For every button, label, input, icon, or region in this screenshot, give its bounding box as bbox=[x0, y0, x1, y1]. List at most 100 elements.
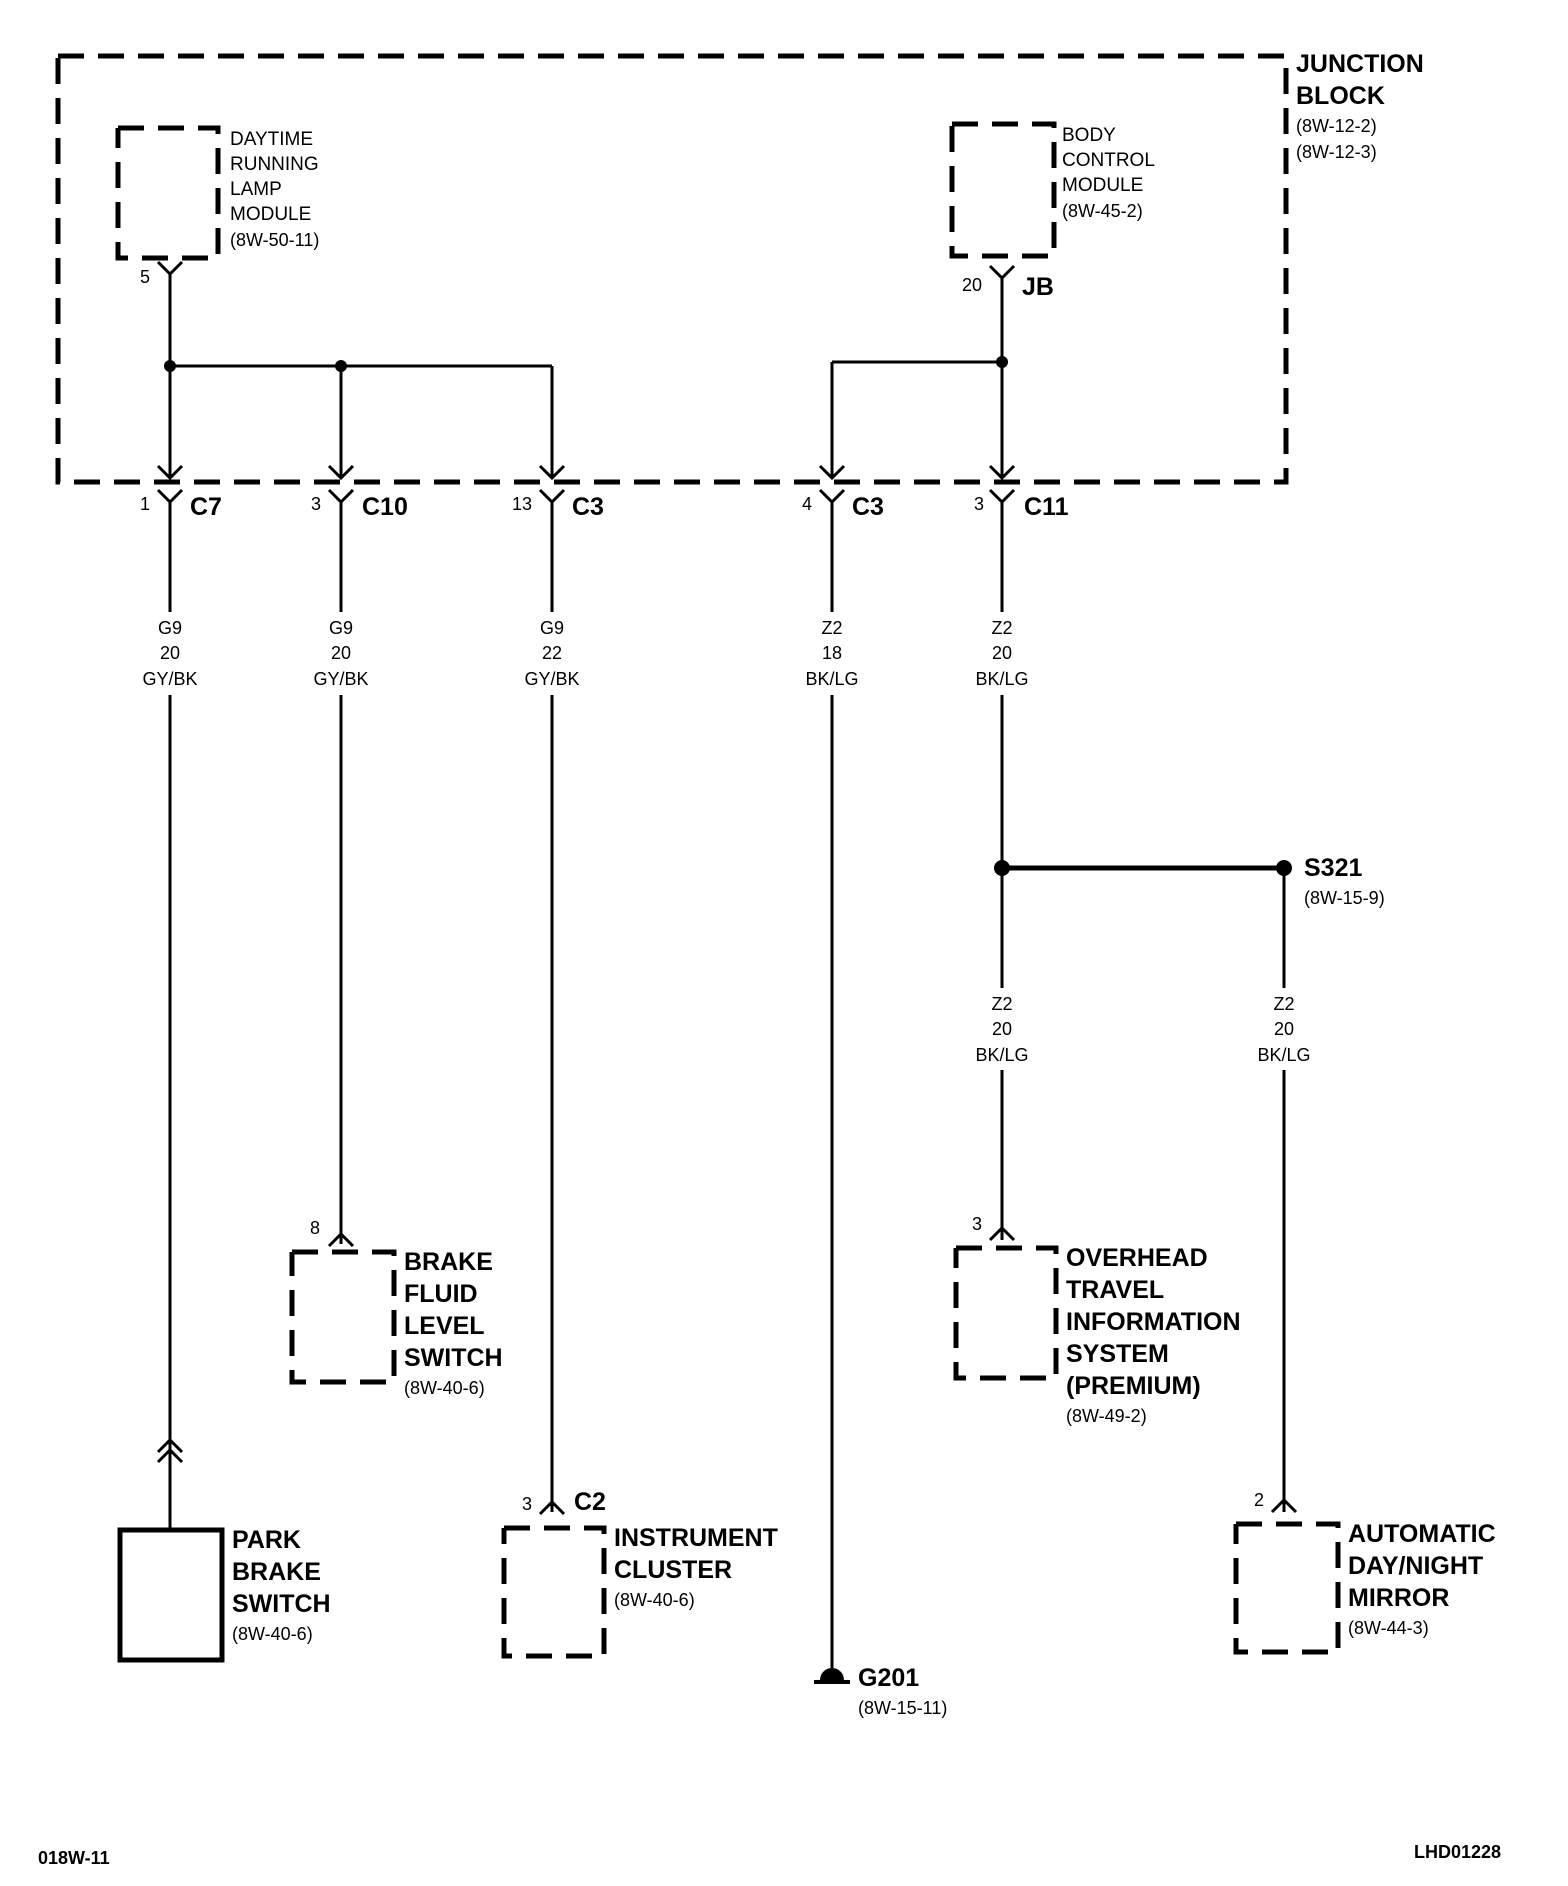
connector-c10-pin: 3 bbox=[311, 494, 321, 514]
bcm-connector-icon bbox=[988, 264, 1016, 292]
junction-block-ref-1: (8W-12-2) bbox=[1296, 116, 1377, 136]
wire-1-gauge: 20 bbox=[160, 643, 180, 663]
ground-ref: (8W-15-11) bbox=[858, 1698, 947, 1718]
mirror-label-1: AUTOMATIC bbox=[1348, 1520, 1496, 1548]
wire-4-circuit: Z2 bbox=[821, 618, 842, 638]
drl-connector-icon bbox=[156, 260, 184, 288]
bcm-label-1: BODY bbox=[1062, 125, 1116, 146]
brake-fluid-label-3: LEVEL bbox=[404, 1312, 485, 1340]
mirror-label-3: MIRROR bbox=[1348, 1584, 1449, 1612]
wire-5-gauge: 20 bbox=[992, 643, 1012, 663]
wire-2-gauge: 20 bbox=[331, 643, 351, 663]
female-connector-icon bbox=[327, 1231, 355, 1248]
instrument-cluster-ref: (8W-40-6) bbox=[614, 1590, 695, 1610]
arrowhead-icon bbox=[818, 464, 1016, 481]
connector-c11-pin: 3 bbox=[974, 494, 984, 514]
park-brake-label-2: BRAKE bbox=[232, 1558, 321, 1586]
junction-block-title-1: JUNCTION bbox=[1296, 50, 1424, 78]
overhead-label-4: SYSTEM bbox=[1066, 1340, 1169, 1368]
brake-fluid-pin: 8 bbox=[310, 1218, 320, 1238]
overhead-travel-information-system: 3 OVERHEAD TRAVEL INFORMATION SYSTEM (PR… bbox=[953, 1214, 1241, 1426]
splice-name: S321 bbox=[1304, 854, 1362, 882]
splice-s321: S321 (8W-15-9) bbox=[1304, 854, 1385, 908]
ground-icon bbox=[820, 1668, 844, 1680]
wire-4-color: BK/LG bbox=[805, 669, 858, 689]
brake-fluid-level-switch: 8 BRAKE FLUID LEVEL SWITCH (8W-40-6) bbox=[289, 1218, 503, 1398]
brake-fluid-ref: (8W-40-6) bbox=[404, 1378, 485, 1398]
wire-3-color: GY/BK bbox=[524, 669, 579, 689]
wire-4-gauge: 18 bbox=[822, 643, 842, 663]
arrowhead-icon bbox=[156, 464, 566, 481]
wire-2-circuit: G9 bbox=[329, 618, 353, 638]
ground-name: G201 bbox=[858, 1664, 919, 1692]
wire-6-gauge: 20 bbox=[992, 1019, 1012, 1039]
brake-fluid-label-4: SWITCH bbox=[404, 1344, 503, 1372]
drl-ref: (8W-50-11) bbox=[230, 230, 319, 250]
park-brake-switch: PARK BRAKE SWITCH (8W-40-6) bbox=[117, 1437, 331, 1663]
brake-fluid-label-2: FLUID bbox=[404, 1280, 478, 1308]
bcm-pin: 20 bbox=[962, 275, 982, 295]
wire-5-circuit: Z2 bbox=[991, 618, 1012, 638]
wire-7-circuit: Z2 bbox=[1273, 994, 1294, 1014]
mirror-label-2: DAY/NIGHT bbox=[1348, 1552, 1483, 1580]
wire-1-circuit: G9 bbox=[158, 618, 182, 638]
overhead-ref: (8W-49-2) bbox=[1066, 1406, 1147, 1426]
overhead-label-1: OVERHEAD bbox=[1066, 1244, 1208, 1272]
wire-6-color: BK/LG bbox=[975, 1045, 1028, 1065]
connector-c7-name: C7 bbox=[190, 493, 222, 521]
connector-c11-name: C11 bbox=[1024, 493, 1069, 521]
bcm-ref: (8W-45-2) bbox=[1062, 201, 1143, 221]
instrument-cluster-connector: C2 bbox=[574, 1488, 606, 1516]
wire-7-color: BK/LG bbox=[1257, 1045, 1310, 1065]
body-control-module: BODY CONTROL MODULE (8W-45-2) 20 JB bbox=[949, 121, 1155, 301]
wire-labels: G9 20 GY/BK G9 20 GY/BK G9 22 GY/BK Z2 1… bbox=[142, 618, 1310, 1065]
overhead-label-2: TRAVEL bbox=[1066, 1276, 1164, 1304]
bcm-connector: JB bbox=[1022, 273, 1054, 301]
overhead-label-3: INFORMATION bbox=[1066, 1308, 1241, 1336]
park-brake-label-3: SWITCH bbox=[232, 1590, 331, 1618]
splice-dot bbox=[164, 360, 176, 372]
instrument-cluster-label-1: INSTRUMENT bbox=[614, 1524, 778, 1552]
drl-label-1: DAYTIME bbox=[230, 129, 313, 150]
overhead-label-5: (PREMIUM) bbox=[1066, 1372, 1201, 1400]
connector-c7-pin: 1 bbox=[140, 494, 150, 514]
splice-dot bbox=[335, 360, 347, 372]
jb-connectors: 1 C7 3 C10 13 C3 4 C3 3 C11 bbox=[140, 488, 1069, 521]
wire-3-gauge: 22 bbox=[542, 643, 562, 663]
female-connector-icon bbox=[1270, 1497, 1298, 1514]
daytime-running-lamp-module: DAYTIME RUNNING LAMP MODULE (8W-50-11) 5 bbox=[115, 125, 319, 288]
drl-label-2: RUNNING bbox=[230, 154, 319, 175]
connector-icon bbox=[988, 488, 1016, 516]
jb-internal-wiring bbox=[156, 288, 1016, 481]
wire-7-gauge: 20 bbox=[1274, 1019, 1294, 1039]
park-brake-ref: (8W-40-6) bbox=[232, 1624, 313, 1644]
female-connector-icon bbox=[538, 1499, 566, 1516]
junction-block: JUNCTION BLOCK (8W-12-2) (8W-12-3) bbox=[55, 50, 1424, 485]
junction-block-title-2: BLOCK bbox=[1296, 82, 1385, 110]
junction-block-ref-2: (8W-12-3) bbox=[1296, 142, 1377, 162]
instrument-cluster-label-2: CLUSTER bbox=[614, 1556, 732, 1584]
instrument-cluster-pin: 3 bbox=[522, 1494, 532, 1514]
external-wires bbox=[168, 516, 1292, 1670]
bcm-label-3: MODULE bbox=[1062, 175, 1143, 196]
connector-icon bbox=[327, 488, 355, 516]
automatic-day-night-mirror: 2 AUTOMATIC DAY/NIGHT MIRROR (8W-44-3) bbox=[1233, 1490, 1496, 1655]
connector-icon bbox=[538, 488, 566, 516]
splice-dot bbox=[996, 356, 1008, 368]
mirror-pin: 2 bbox=[1254, 1490, 1264, 1510]
connector-c10-name: C10 bbox=[362, 493, 408, 521]
splice-ref: (8W-15-9) bbox=[1304, 888, 1385, 908]
drl-label-4: MODULE bbox=[230, 204, 311, 225]
park-brake-label-1: PARK bbox=[232, 1526, 301, 1554]
wire-5-color: BK/LG bbox=[975, 669, 1028, 689]
mirror-ref: (8W-44-3) bbox=[1348, 1618, 1429, 1638]
connector-c3a-pin: 13 bbox=[512, 494, 532, 514]
connector-c3a-name: C3 bbox=[572, 493, 604, 521]
bcm-label-2: CONTROL bbox=[1062, 150, 1155, 171]
double-connector-icon bbox=[156, 1437, 184, 1464]
connector-c3b-pin: 4 bbox=[802, 494, 812, 514]
wire-1-color: GY/BK bbox=[142, 669, 197, 689]
brake-fluid-label-1: BRAKE bbox=[404, 1248, 493, 1276]
wire-6-circuit: Z2 bbox=[991, 994, 1012, 1014]
female-connector-icon bbox=[988, 1225, 1016, 1242]
